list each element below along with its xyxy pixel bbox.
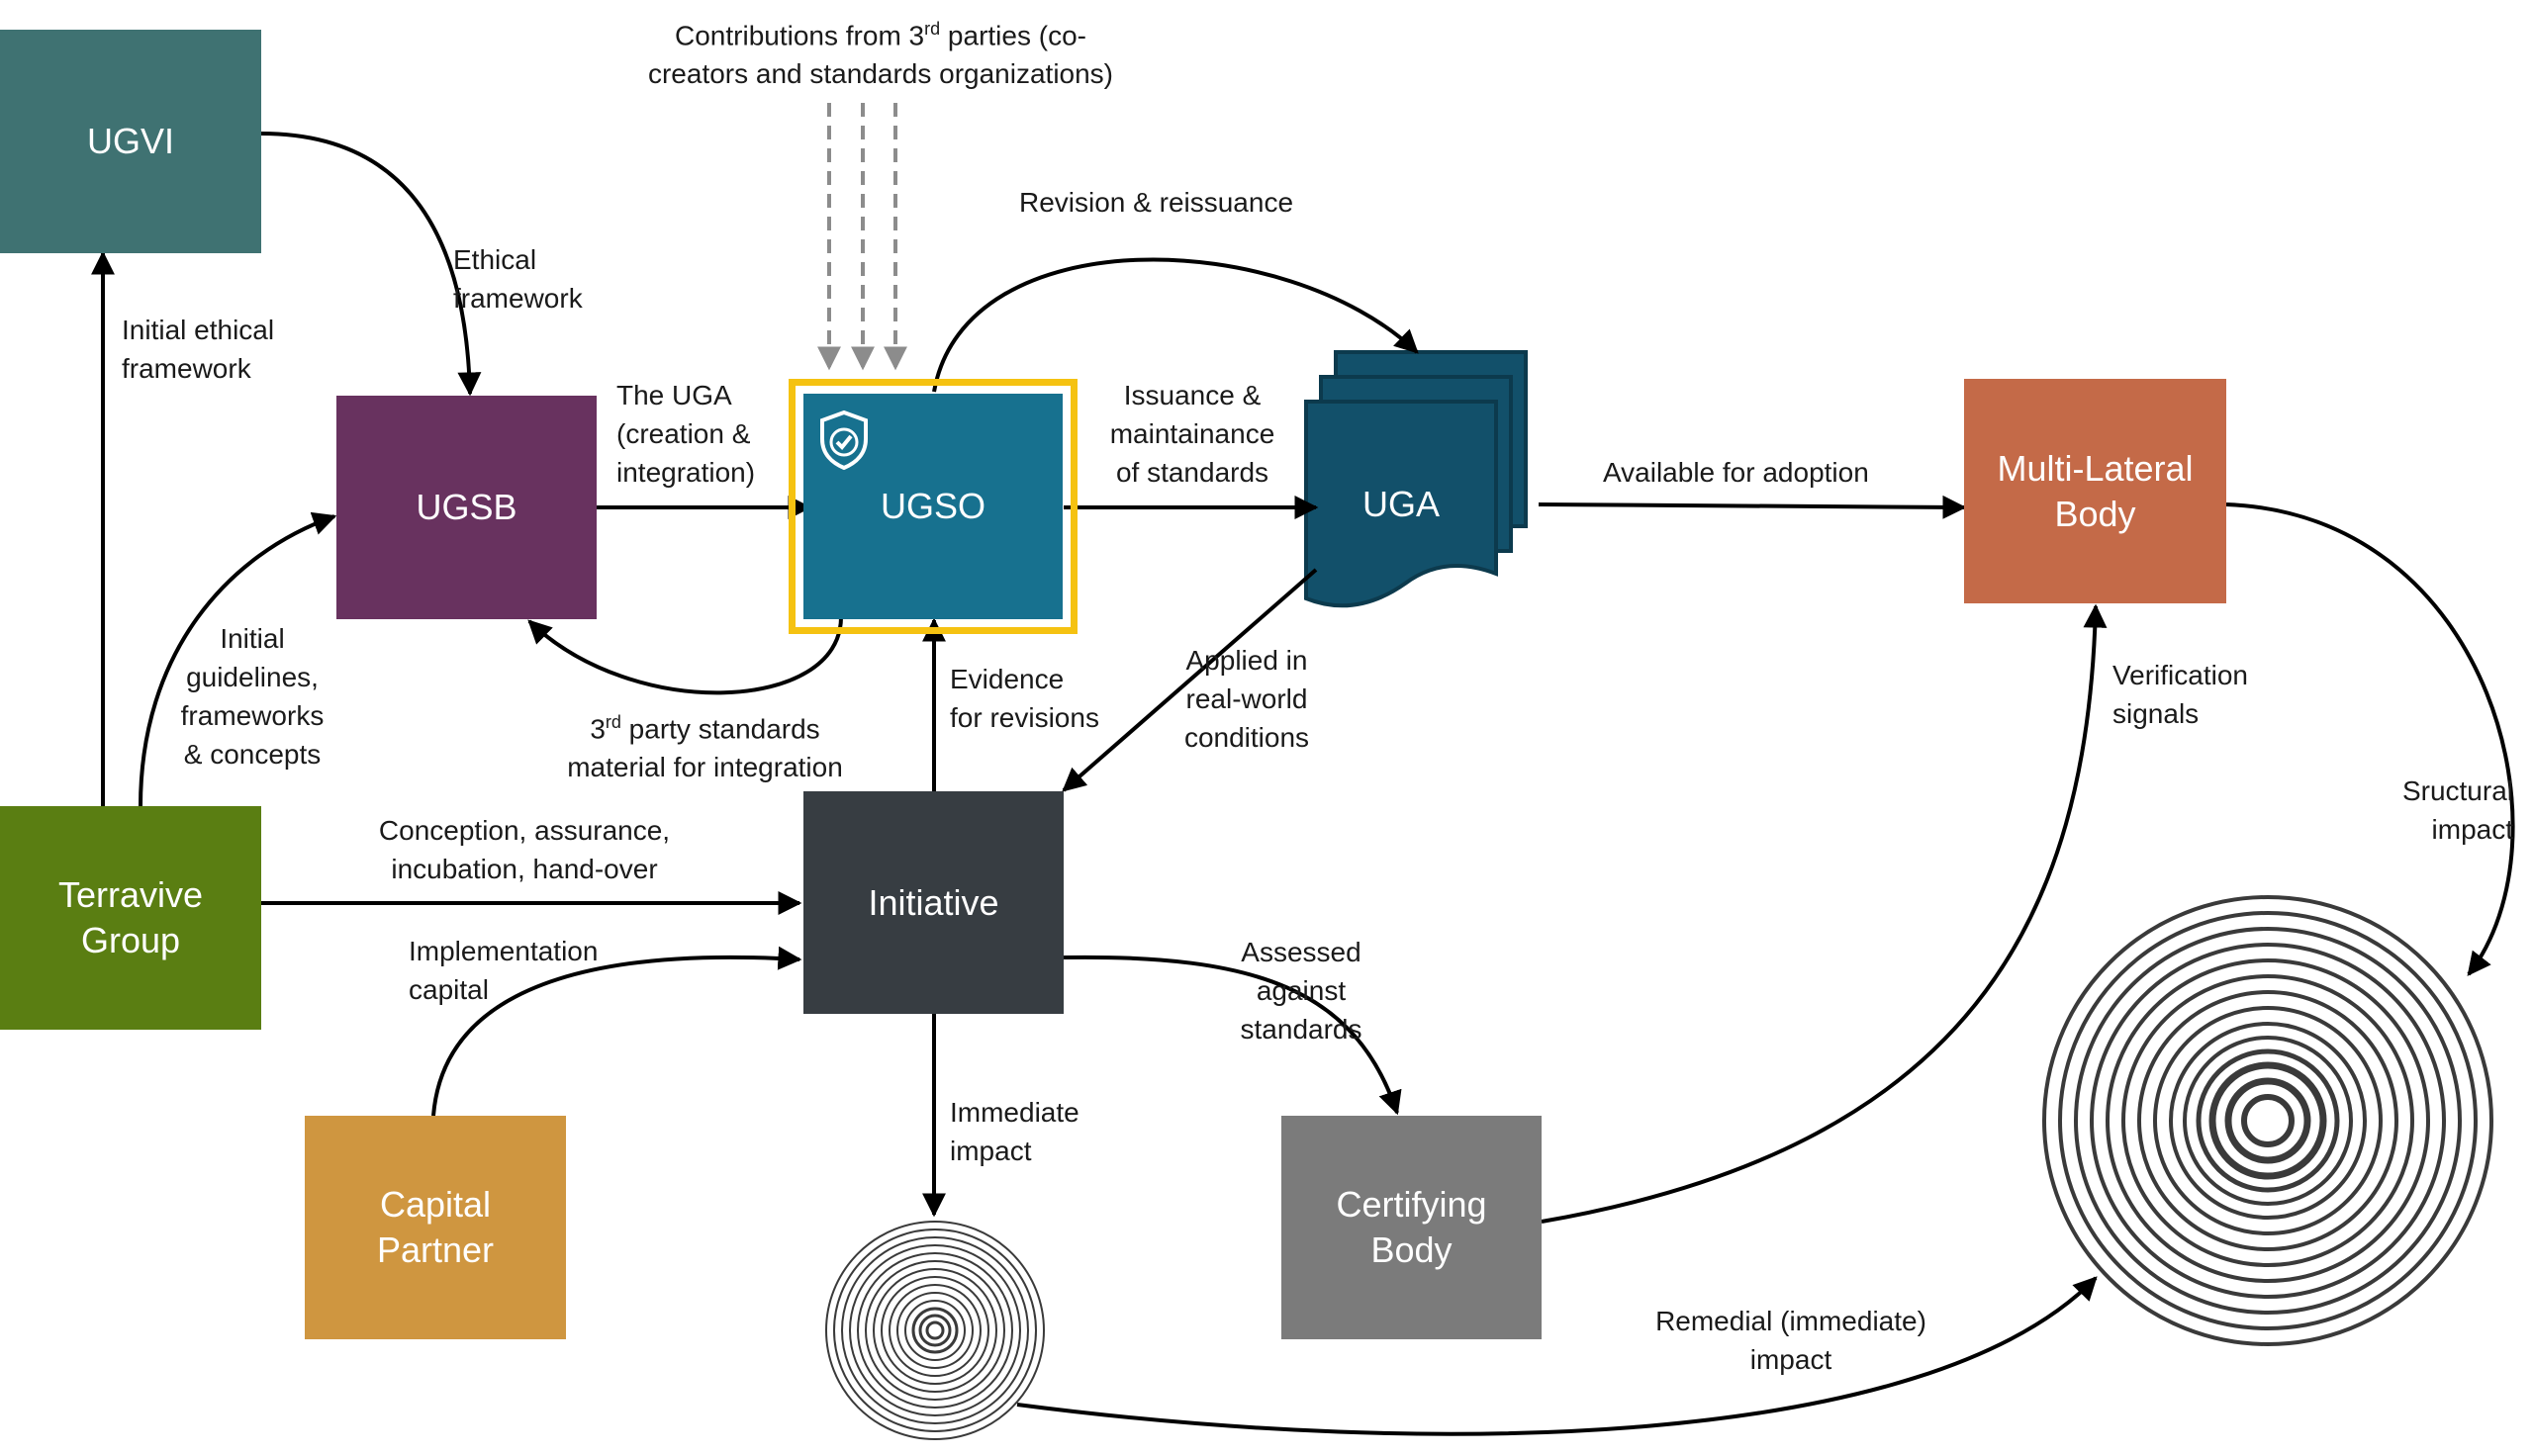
initial-ethical-framework-label: Initial ethical framework	[122, 315, 275, 384]
verification-signals-label: Verification signals	[2112, 660, 2248, 729]
third-party-material-label: 3rd party standards material for integra…	[534, 703, 876, 786]
ugso-highlight-frame	[789, 379, 1078, 634]
initiative-node: Initiative	[803, 791, 1064, 1014]
applied-in-real-world-label: Applied in real-world conditions	[1183, 645, 1310, 753]
third-party-text-end: party standards material for integration	[567, 713, 843, 783]
third-party-superscript: rd	[605, 712, 621, 732]
contributions-text-end: parties (co- creators and standards orga…	[647, 20, 1114, 90]
initial-guidelines-label: Initial guidelines, frameworks & concept…	[180, 623, 325, 770]
arrow-uga-multilateral	[1538, 495, 1967, 519]
connectors	[91, 132, 2515, 1436]
ugvi-node: UGVI	[0, 30, 261, 253]
arrow-remedial	[1016, 1276, 2098, 1436]
capital-partner-node: Capital Partner	[305, 1116, 566, 1339]
arrow-multilateral-structural	[2225, 502, 2515, 976]
implementation-capital-label: Implementation capital	[409, 936, 599, 1005]
third-party-text-start: 3	[590, 713, 606, 745]
the-uga-label: The UGA (creation & integration)	[616, 380, 756, 488]
arrow-terravive-ugsb	[139, 511, 337, 807]
ugso-node: UGSO	[803, 394, 1063, 619]
arrow-revision	[932, 257, 1419, 393]
conception-label: Conception, assurance, incubation, hand-…	[378, 815, 671, 884]
arrow-ugso-ugsb	[527, 616, 843, 695]
ethical-framework-label: Ethical framework	[453, 244, 583, 314]
available-for-adoption-label: Available for adoption	[1603, 457, 1869, 488]
immediate-impact-rings	[825, 1221, 1045, 1440]
certifying-body-node: Certifying Body	[1281, 1116, 1542, 1339]
assessed-against-standards-label: Assessed against standards	[1240, 937, 1362, 1045]
contributions-superscript: rd	[924, 19, 941, 39]
uga-node: UGA	[1361, 484, 1440, 524]
remedial-impact-label: Remedial (immediate) impact	[1655, 1306, 1926, 1375]
terravive-group-node: Terravive Group	[0, 806, 261, 1030]
structural-impact-rings	[2042, 895, 2493, 1346]
contributions-label: Contributions from 3rd parties (co- crea…	[584, 10, 1177, 93]
multilateral-body-node: Multi-Lateral Body	[1964, 379, 2226, 603]
arrow-certifying-multilateral	[1541, 603, 2108, 1224]
contributions-text-start: Contributions from 3	[675, 20, 925, 51]
arrow-capital-initiative	[431, 946, 802, 1117]
evidence-for-revisions-label: Evidence for revisions	[950, 664, 1099, 733]
uga-document-stack	[1304, 350, 1528, 608]
issuance-label: Issuance & maintainance of standards	[1109, 380, 1275, 488]
revision-label: Revision & reissuance	[1019, 187, 1294, 218]
structural-impact-label: Sructural impact	[2401, 775, 2513, 845]
arrow-initiative-certifying	[1063, 955, 1402, 1116]
immediate-impact-label: Immediate impact	[950, 1097, 1079, 1166]
arrow-uga-initiative	[1062, 568, 1318, 792]
arrow-ugvi-ugsb	[260, 132, 482, 397]
ugsb-node: UGSB	[336, 396, 597, 619]
contribution-arrows	[817, 103, 907, 371]
shield-check-icon	[817, 410, 871, 471]
